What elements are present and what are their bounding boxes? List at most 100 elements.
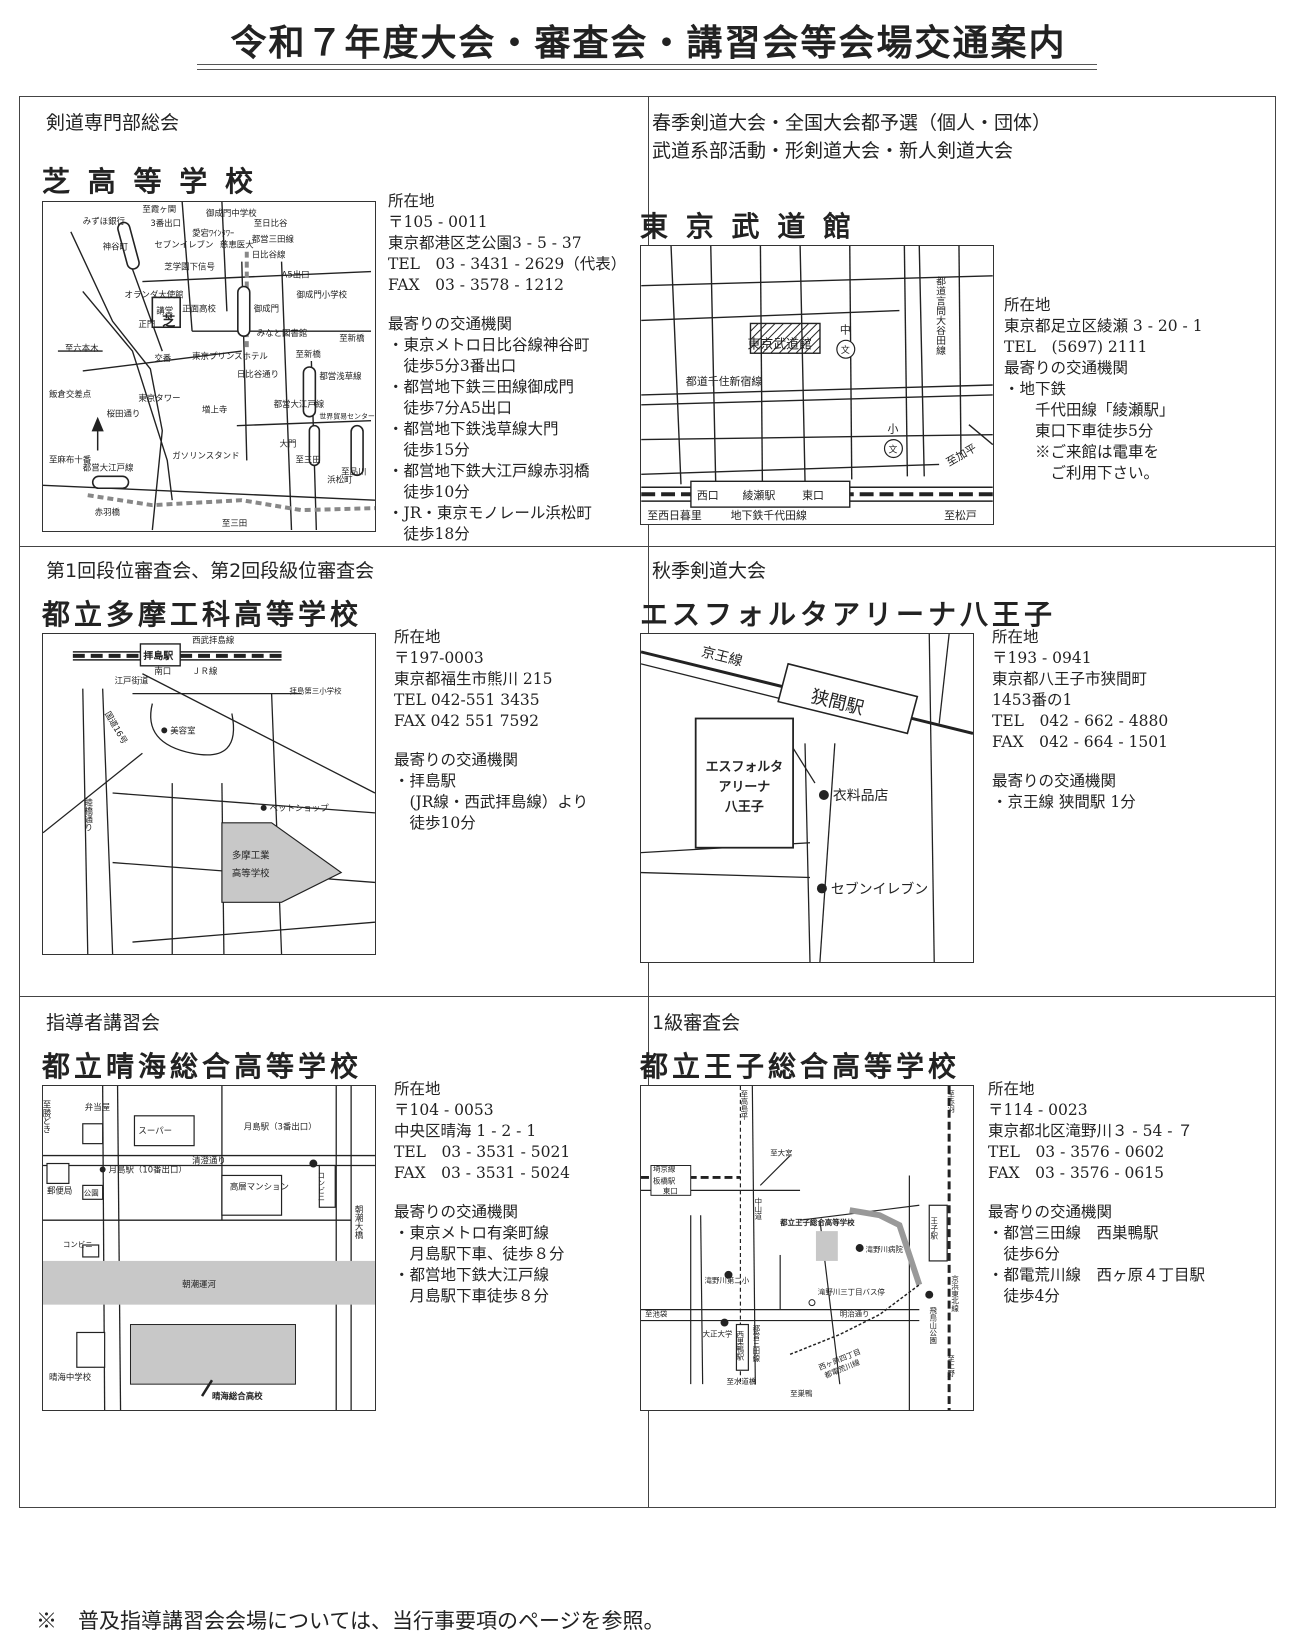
info-line: 徒歩5分3番出口 [388, 357, 517, 375]
event-name: 指導者講習会 [46, 1012, 161, 1034]
map-label: 至松戸 [944, 508, 977, 522]
map-station-mark [928, 1204, 948, 1262]
map-label: 滝野川病院 [866, 1244, 904, 1254]
map-road [700, 1215, 704, 1385]
info-line: TEL 042 - 662 - 4880 [992, 712, 1169, 730]
info-line: ご利用下さい。 [1004, 464, 1160, 482]
map-road [849, 246, 853, 480]
info-line: 徒歩4分 [988, 1287, 1060, 1305]
map-label: 至西日暮里 [647, 508, 702, 522]
map-poi-dot [309, 1159, 318, 1168]
map-label: 東口 [802, 489, 824, 502]
map-label: 至上野 [946, 1354, 955, 1377]
map-label: 都道言問大谷田線 [934, 276, 946, 356]
map-label: 芝学園下信号 [164, 262, 215, 272]
info-line: 徒歩10分 [388, 483, 470, 501]
info-line: 所在地 [394, 1080, 441, 1098]
map-road [710, 246, 717, 485]
grid-divider-row-1 [20, 546, 1275, 547]
map-label: 板橋駅 [653, 1175, 676, 1185]
map-building [133, 1115, 195, 1147]
map-road [958, 246, 962, 455]
map-poi-dot [720, 1318, 729, 1327]
map-road [70, 231, 163, 531]
map-label: 愛宕ﾜｲﾝﾀﾜｰ [192, 228, 234, 238]
map-label: 衣料品店 [833, 788, 889, 804]
map-label: 至池袋 [645, 1309, 668, 1319]
info-line: 月島駅下車、徒歩８分 [394, 1245, 565, 1263]
info-line: 東京都八王子市狭間町 [992, 670, 1148, 688]
map-label: 東京プリンスホテル [192, 351, 268, 361]
title-rule-top [197, 64, 1097, 65]
map-road [82, 688, 89, 954]
map-label: 御成門 [254, 303, 279, 313]
info-line: 最寄りの交通機関 [394, 1203, 519, 1221]
info-line: ・都営三田線 西巣鴨駅 [988, 1224, 1159, 1242]
map-label: 公園 [84, 1188, 99, 1197]
map-road [102, 688, 114, 954]
info-line: ・都営地下鉄大江戸線赤羽橋 [388, 462, 590, 480]
map-label: 月島駅（10番出口） [109, 1164, 187, 1174]
map-road [903, 246, 909, 477]
map-budokan-building [749, 322, 821, 354]
info-line [992, 753, 1168, 771]
map-tama: 西武拝島線 拝島駅 南口 ＪＲ線 江戸街道 拝島第三小学校 国道16号 美容室 … [42, 633, 376, 955]
info-line: 所在地 [1004, 296, 1051, 314]
map-label: 赤羽橋 [95, 507, 121, 517]
map-poi-dot [161, 727, 168, 734]
info-line [988, 1184, 1205, 1202]
map-label: 中山道 [754, 1196, 763, 1221]
map-road [804, 743, 811, 962]
map-label: 地下鉄千代田線 [731, 508, 807, 522]
map-road [82, 291, 173, 501]
map-label: 西口 [697, 489, 719, 502]
info-line: 千代田線「綾瀬駅」 [1004, 401, 1175, 419]
map-road [968, 424, 993, 446]
map-label: 芝 [162, 313, 175, 329]
map-pointer [200, 1379, 214, 1397]
map-label: 睦橋通り [84, 797, 94, 831]
map-label: 至新橋 [295, 349, 321, 359]
map-poi-dot [816, 883, 827, 894]
map-label: 桜田通り [107, 409, 141, 419]
info-line: ・東京メトロ有楽町線 [394, 1224, 550, 1242]
map-railway [641, 480, 993, 508]
map-road [132, 921, 375, 943]
map-label: 都営大江戸線 [83, 462, 134, 472]
map-road [181, 202, 193, 332]
map-road [641, 871, 811, 879]
info-line: FAX 03 - 3578 - 1212 [388, 276, 564, 294]
map-label: スーパー [138, 1126, 172, 1136]
map-road [112, 792, 375, 814]
map-label: 至日比谷 [254, 218, 288, 228]
venue-name: 都立王子総合高等学校 [640, 1050, 961, 1083]
map-label: 世界貿易センタービル [319, 412, 375, 421]
map-label: セブンイレブン [154, 240, 213, 250]
map-school-mark [221, 822, 343, 903]
map-harumi-svg: 至勝どき 弁当屋 スーパー 月島駅（3番出口） 清澄通り 月島駅（10番出口） … [43, 1086, 375, 1410]
map-label: 高層マンション [230, 1181, 289, 1191]
map-road [759, 246, 764, 485]
map-label: 京浜東北線 [950, 1273, 959, 1312]
map-road [819, 743, 836, 962]
info-line: FAX 042 - 664 - 1501 [992, 733, 1168, 751]
map-shiba-svg: 至霞ヶ関 みずほ銀行 3番出口 御成門中学校 愛宕ﾜｲﾝﾀﾜｰ 慈恵医大 至日比… [43, 202, 375, 531]
info-line [394, 1184, 570, 1202]
info-line: 〒114 - 0023 [988, 1101, 1088, 1119]
map-label: 浜松町 [327, 474, 353, 484]
map-label: 至高島平 [740, 1090, 749, 1121]
map-highway [849, 1207, 923, 1286]
map-road [142, 270, 372, 283]
info-line: ・東京メトロ日比谷線神谷町 [388, 336, 590, 354]
info-line: FAX 03 - 3531 - 5024 [394, 1164, 570, 1182]
map-road [799, 246, 806, 485]
info-line: 1453番の1 [992, 691, 1073, 709]
map-label: 大門 [280, 439, 297, 449]
map-station-mark [350, 424, 364, 477]
map-label: 京王線 [700, 644, 744, 670]
map-road [789, 742, 816, 784]
grid-divider-row-2 [20, 996, 1275, 997]
info-line: ・都営地下鉄三田線御成門 [388, 378, 575, 396]
